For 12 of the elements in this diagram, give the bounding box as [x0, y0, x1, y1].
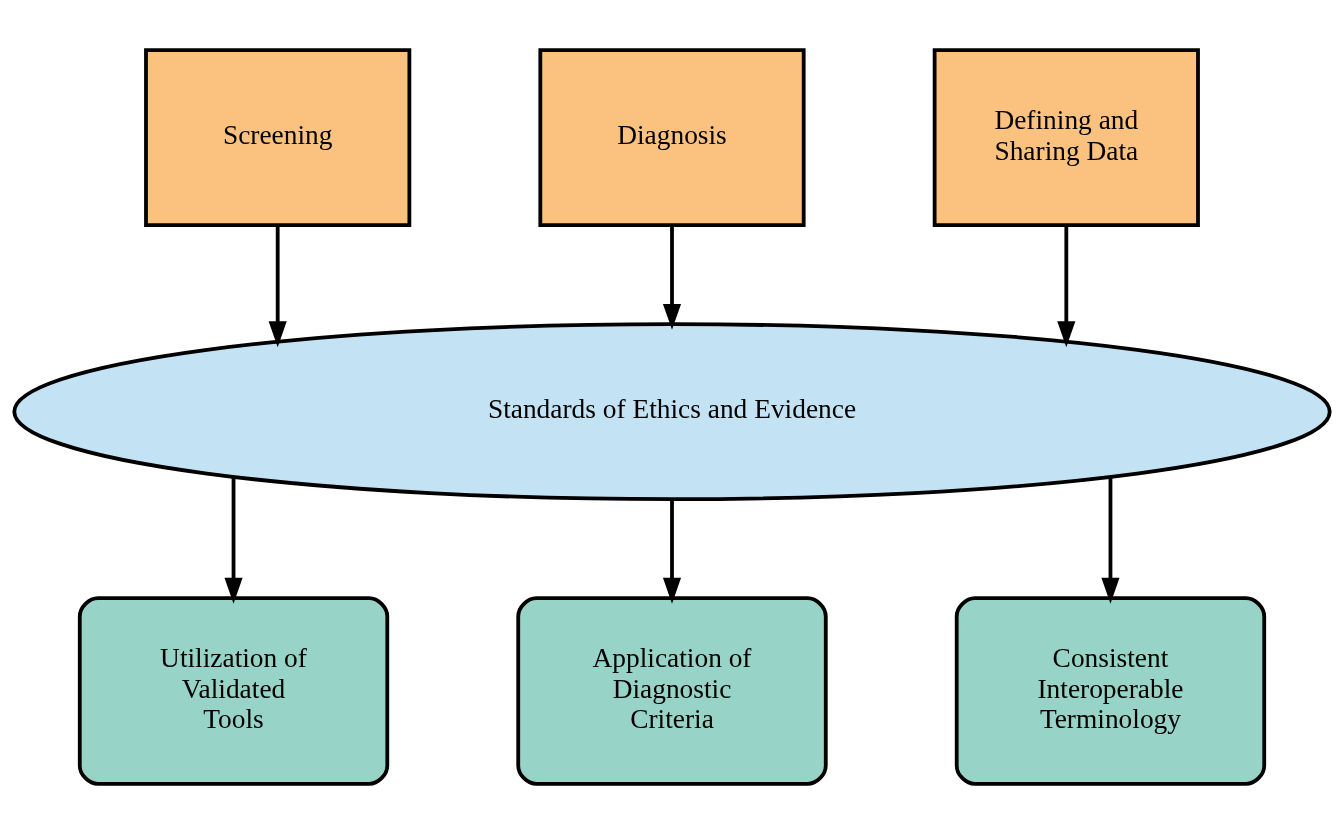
arrow [1101, 476, 1120, 604]
arrow [268, 225, 287, 347]
node-box: Screening [144, 47, 412, 227]
node-box: Application of Diagnostic Criteria [516, 595, 828, 786]
arrow [662, 498, 682, 604]
arrow [662, 225, 682, 330]
node-box: Consistent Interoperable Terminology [954, 595, 1267, 786]
arrow [224, 476, 243, 604]
node-box: Utilization of Validated Tools [77, 595, 390, 786]
node-box: Defining and Sharing Data [932, 47, 1200, 227]
arrow [1057, 225, 1076, 347]
node-box: Diagnosis [538, 47, 806, 227]
